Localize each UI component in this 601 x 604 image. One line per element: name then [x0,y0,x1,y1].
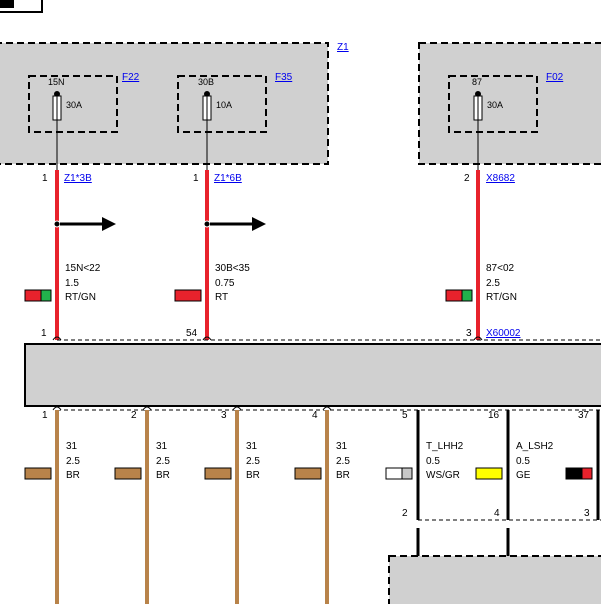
wire-color-swatch-green [40,289,52,302]
lower-pin-4: 4 [494,508,500,519]
wire-a-lsh2-size: 0.5 [516,456,530,467]
wire-t-lhh2-signal: T_LHH2 [426,441,464,452]
fuse-box-z1-label[interactable]: Z1 [337,42,349,53]
wire-ground-2-signal: 31 [156,441,168,452]
wire-30b-signal: 30B<35 [215,263,250,274]
arrow-right-icon[interactable] [252,217,266,231]
wire-87-size: 2.5 [486,278,500,289]
wire-t-lhh2-color: WS/GR [426,470,460,481]
wire-ground-3-color: BR [246,470,260,481]
fuse-box-z1 [0,42,329,165]
pin-z1-3b-number: 1 [42,173,48,184]
wire-a-lsh2-signal: A_LSH2 [516,441,554,452]
fuse-f35-box [177,75,267,133]
wire-ground-4-color: BR [336,470,350,481]
wire-color-swatch-brown [114,467,142,480]
wire-color-swatch-red [581,467,593,480]
wire-ground-3-size: 2.5 [246,456,260,467]
wire-color-swatch-gray [401,467,413,480]
fuse-f22-pin: 15N [48,77,65,87]
fuse-f02-rating: 30A [487,100,503,110]
wire-color-swatch-brown [294,467,322,480]
wire-15n-size: 1.5 [65,278,79,289]
page-header-mark [0,0,14,8]
pin-x8682-number: 2 [464,173,470,184]
module-bottom-pin-1: 1 [42,410,48,421]
module-bottom-pin-2: 2 [131,410,137,421]
wire-color-swatch-yellow [475,467,503,480]
module-pin-1: 1 [41,328,47,339]
wire-ground-2-color: BR [156,470,170,481]
pin-z1-6b-number: 1 [193,173,199,184]
arrow-right-icon[interactable] [102,217,116,231]
connector-x60002-link[interactable]: X60002 [486,328,521,339]
wire-color-swatch-red [445,289,463,302]
module-bottom-pin-5: 5 [402,410,408,421]
fuse-f35-label[interactable]: F35 [275,72,293,83]
wire-15n-color: RT/GN [65,292,96,303]
module-bottom-pin-3: 3 [221,410,227,421]
fuse-f02-box [448,75,538,133]
wire-ground-1-color: BR [66,470,80,481]
wire-87-color: RT/GN [486,292,517,303]
fuse-box-right [418,42,601,165]
wire-color-swatch-white [385,467,403,480]
wire-30b-color: RT [215,292,228,303]
module-pin-54: 54 [186,328,198,339]
wire-color-swatch-red [174,289,202,302]
wire-color-swatch-brown [204,467,232,480]
wire-ground-1-signal: 31 [66,441,78,452]
wire-color-swatch-brown [24,467,52,480]
wire-color-swatch-black [565,467,583,480]
connector-z1-3b-link[interactable]: Z1*3B [64,173,92,184]
fuse-f35-rating: 10A [216,100,232,110]
module-bottom-pin-37: 37 [578,410,590,421]
wire-15n-signal: 15N<22 [65,263,101,274]
fuse-f22-rating: 30A [66,100,82,110]
fuse-f22-box [28,75,118,133]
wire-color-swatch-green [461,289,473,302]
wire-ground-4-size: 2.5 [336,456,350,467]
wire-ground-1-size: 2.5 [66,456,80,467]
wire-color-swatch-red [24,289,42,302]
fuse-f02-label[interactable]: F02 [546,72,564,83]
module-pin-3: 3 [466,328,472,339]
splice-30b [203,220,211,228]
wire-30b-size: 0.75 [215,278,235,289]
wire-t-lhh2-size: 0.5 [426,456,440,467]
splice-15n [53,220,61,228]
control-module[interactable] [24,343,601,407]
module-bottom-pin-16: 16 [488,410,500,421]
module-bottom-pin-4: 4 [312,410,318,421]
wire-ground-3-signal: 31 [246,441,258,452]
wire-a-lsh2-color: GE [516,470,531,481]
wire-ground-4-signal: 31 [336,441,348,452]
lower-pin-2: 2 [402,508,408,519]
lower-component[interactable] [388,555,601,604]
fuse-f02-pin: 87 [472,77,482,87]
connector-x8682-link[interactable]: X8682 [486,173,515,184]
connector-z1-6b-link[interactable]: Z1*6B [214,173,242,184]
wire-87-signal: 87<02 [486,263,515,274]
fuse-f35-pin: 30B [198,77,214,87]
lower-pin-3: 3 [584,508,590,519]
wire-ground-2-size: 2.5 [156,456,170,467]
fuse-f22-label[interactable]: F22 [122,72,140,83]
